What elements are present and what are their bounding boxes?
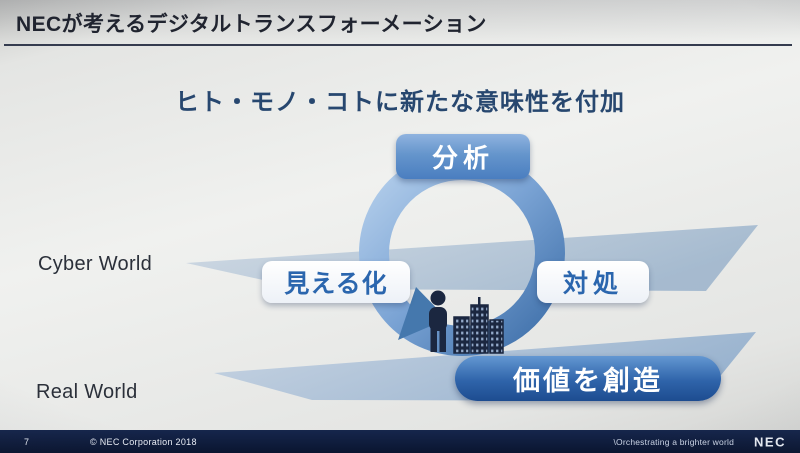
person-icon [429, 290, 447, 352]
cycle-step-analysis: 分析 [396, 134, 530, 179]
brand-tagline: \Orchestrating a brighter world [613, 436, 734, 447]
page-number: 7 [24, 436, 30, 447]
cyber-world-label: Cyber World [38, 253, 153, 275]
title-divider [4, 44, 792, 46]
real-world-label: Real World [36, 381, 138, 403]
cycle-step-create-value: 価値を創造 [455, 356, 721, 401]
copyright-text: © NEC Corporation 2018 [90, 436, 197, 447]
cycle-step-action: 対処 [537, 261, 649, 303]
footer-bar: 7 © NEC Corporation 2018 \Orchestrating … [0, 430, 800, 453]
slide-title: NECが考えるデジタルトランスフォーメーション [16, 13, 487, 36]
nec-logo: NEC [754, 434, 786, 449]
city-buildings-icon [453, 297, 504, 354]
slide-subtitle: ヒト・モノ・コトに新たな意味性を付加 [175, 89, 625, 116]
cycle-step-visualization: 見える化 [262, 261, 410, 303]
cycle-arrow-icon [398, 287, 447, 340]
